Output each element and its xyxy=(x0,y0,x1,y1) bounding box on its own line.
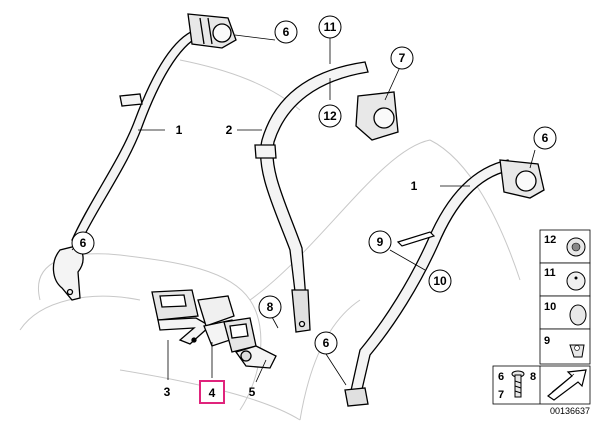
svg-text:12: 12 xyxy=(544,234,556,246)
callouts: 6 11 7 12 6 6 9 10 xyxy=(71,15,557,355)
callout-6-top: 6 xyxy=(274,20,298,44)
label-1-right: 1 xyxy=(411,179,418,193)
svg-text:10: 10 xyxy=(433,274,447,288)
svg-text:9: 9 xyxy=(544,335,550,347)
label-3: 3 xyxy=(164,385,171,399)
label-1-left: 1 xyxy=(176,123,183,137)
label-5: 5 xyxy=(249,385,256,399)
svg-text:7: 7 xyxy=(498,389,504,401)
retractor-right xyxy=(499,159,545,199)
buckle-4 xyxy=(197,295,237,347)
drawing-code: 00136637 xyxy=(550,406,590,416)
legend-item-9: 9 xyxy=(539,328,591,365)
buckle-5 xyxy=(223,317,277,369)
svg-text:6: 6 xyxy=(283,25,290,39)
label-2: 2 xyxy=(226,123,233,137)
svg-text:6: 6 xyxy=(498,371,504,383)
legend-item-10: 10 xyxy=(539,295,591,330)
highlighted-label-4: 4 xyxy=(199,380,225,404)
retractor-top xyxy=(187,13,237,49)
svg-text:12: 12 xyxy=(323,109,337,123)
svg-text:10: 10 xyxy=(544,301,556,313)
callout-11: 11 xyxy=(318,15,342,39)
svg-text:6: 6 xyxy=(80,236,87,250)
parts-legend: 12 11 10 9 xyxy=(539,229,591,365)
svg-text:8: 8 xyxy=(267,300,274,314)
legend-item-12: 12 xyxy=(539,229,591,264)
seat-belt-2-center xyxy=(254,61,369,333)
svg-text:6: 6 xyxy=(542,131,549,145)
svg-text:7: 7 xyxy=(399,51,406,65)
plain-labels: 1 2 1 3 5 xyxy=(164,123,418,399)
callout-7: 7 xyxy=(390,46,414,70)
svg-text:11: 11 xyxy=(324,20,337,34)
svg-text:6: 6 xyxy=(323,336,330,350)
callout-10: 10 xyxy=(428,269,452,293)
callout-12: 12 xyxy=(318,104,342,128)
svg-text:8: 8 xyxy=(530,371,536,383)
legend-item-11: 11 xyxy=(539,262,591,297)
bolt-box: 6 7 8 xyxy=(492,365,591,405)
seat-belt-1-left xyxy=(52,29,202,301)
arrow-icon xyxy=(546,369,587,401)
buckle-3 xyxy=(151,289,212,345)
svg-text:9: 9 xyxy=(377,235,384,249)
retractor-center xyxy=(355,91,399,141)
bolt-icon xyxy=(511,370,525,398)
seat-belt-1-right xyxy=(344,159,513,407)
cap-icon xyxy=(566,271,586,291)
belt-guide xyxy=(119,93,143,107)
svg-text:11: 11 xyxy=(544,267,556,279)
plug-icon xyxy=(569,304,587,326)
belt-clip xyxy=(396,231,436,247)
svg-text:4: 4 xyxy=(209,386,216,400)
callout-9: 9 xyxy=(368,230,392,254)
clip-icon xyxy=(569,344,585,358)
callout-6-bottom: 6 xyxy=(314,331,338,355)
callout-6-left: 6 xyxy=(71,231,95,255)
callout-8: 8 xyxy=(258,295,282,319)
callout-6-right: 6 xyxy=(533,126,557,150)
